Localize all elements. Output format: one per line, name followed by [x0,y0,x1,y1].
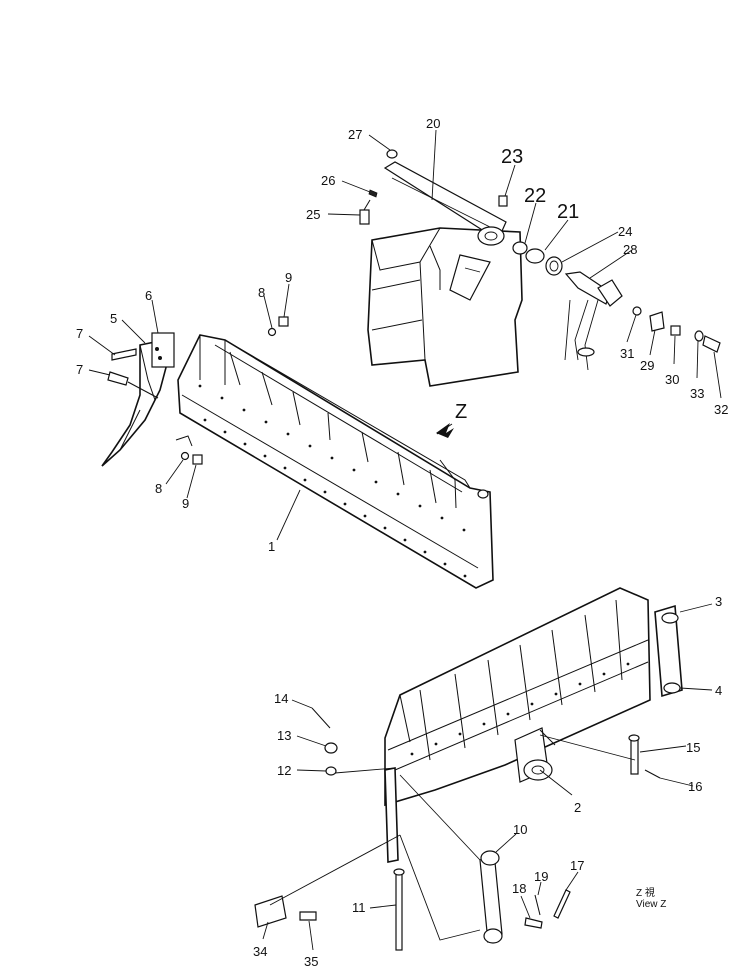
callout-28: 28 [623,242,637,257]
callout-11: 11 [352,900,366,915]
callout-16: 16 [688,779,702,794]
push-frame-hardware [254,707,661,951]
corner-tooth [101,316,289,467]
callout-13: 13 [277,728,291,743]
leader-lines [88,129,722,951]
callout-33: 33 [690,386,704,401]
callout-6: 6 [145,288,152,303]
part-callouts: 1 2 3 4 5 6 7 7 8 8 9 9 10 11 12 13 14 1… [76,116,728,966]
push-frame [384,587,683,863]
callout-22: 22 [524,185,546,207]
callout-29: 29 [640,358,654,373]
callout-20: 20 [426,116,440,131]
callout-2: 2 [574,800,581,815]
tractor-frame-outline [367,227,523,387]
callout-26: 26 [321,173,335,188]
callout-25: 25 [306,207,320,222]
callout-31: 31 [620,346,634,361]
view-note: Z 視 View Z [636,886,666,910]
callout-19: 19 [534,869,548,884]
callout-3: 3 [715,594,722,609]
callout-12: 12 [277,763,291,778]
callout-1: 1 [268,539,275,554]
callout-9a: 9 [285,270,292,285]
view-note-line2: View Z [636,899,666,910]
callout-34: 34 [253,944,267,959]
callout-27: 27 [348,127,362,142]
view-z-arrow [436,423,454,438]
callout-21: 21 [557,201,579,223]
callout-4: 4 [715,683,722,698]
callout-7a: 7 [76,326,83,341]
callout-7b: 7 [76,362,83,377]
callout-15: 15 [686,740,700,755]
view-note-line1: Z 視 [636,886,655,899]
callout-10: 10 [513,822,527,837]
lift-arm-20 [383,161,507,301]
callout-14: 14 [274,691,288,706]
leader-connections [269,734,636,941]
callout-9b: 9 [182,496,189,511]
blade-assembly-1 [177,334,494,589]
callout-24: 24 [618,224,632,239]
callout-35: 35 [304,954,318,966]
callout-17: 17 [570,858,584,873]
callout-8b: 8 [155,481,162,496]
callout-18: 18 [512,881,526,896]
callout-5: 5 [110,311,117,326]
callout-30: 30 [665,372,679,387]
callout-23: 23 [501,146,523,168]
callout-8a: 8 [258,285,265,300]
callout-32: 32 [714,402,728,417]
view-arrow-label: Z [455,401,467,423]
lift-arm-hardware [359,149,721,371]
